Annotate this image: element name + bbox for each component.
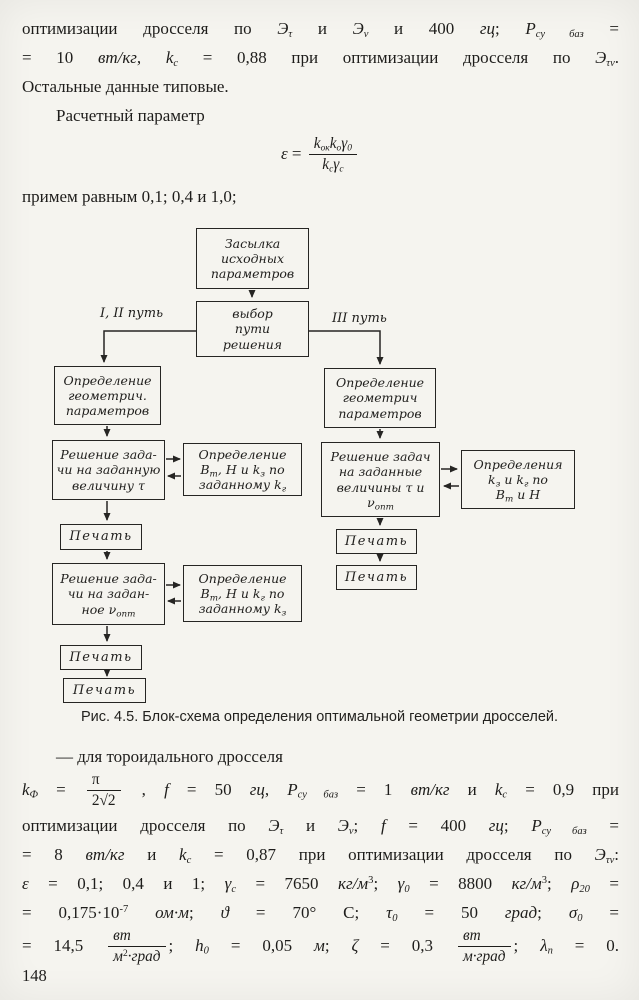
figure-caption: Рис. 4.5. Блок-схема определения оптимал… — [80, 709, 559, 725]
intro-block: оптимизации дросселя по Эτ и Эν и 400 гц… — [22, 14, 619, 211]
text-line: Расчетный параметр — [56, 106, 205, 125]
text-line: Остальные данные типовые. — [22, 77, 229, 96]
text-line: = 10 вт/кг, kс = 0,88 при оптимизации др… — [22, 48, 619, 69]
flow-box-print-3: Печать — [63, 678, 146, 703]
text-line: = 0,175·10-7 ом·м; ϑ = 70° С; τ0 = 50 гр… — [22, 902, 620, 924]
text-line: ε = 0,1; 0,4 и 1; γс = 7650 кг/м3; γ0 = … — [22, 873, 619, 895]
text-line: — для тороидального дросселя — [56, 747, 283, 766]
flow-box-solve-nu-opt: Решение зада-чи на задан-ное νопт — [52, 563, 165, 625]
flow-box-print-5: Печать — [336, 565, 417, 590]
text-line: = 8 вт/кг и kс = 0,87 при оптимизации др… — [22, 844, 619, 866]
text-line: примем равным 0,1; 0,4 и 1,0; — [22, 186, 237, 206]
flow-box-print-4: Печать — [336, 529, 417, 554]
flow-arrow — [100, 330, 196, 363]
flow-box-print-2: Печать — [60, 645, 142, 670]
text-line: оптимизации дросселя по Эτ и Эν; f = 400… — [22, 815, 619, 837]
flow-path-label-3: III путь — [332, 311, 387, 326]
flow-box-print-1: Печать — [60, 524, 142, 550]
page-number: 148 — [22, 966, 47, 985]
flow-arrow — [309, 330, 384, 365]
text-line: оптимизации дросселя по Эτ и Эν и 400 гц… — [22, 19, 619, 40]
flow-path-label-1-2: I, II путь — [100, 306, 164, 321]
